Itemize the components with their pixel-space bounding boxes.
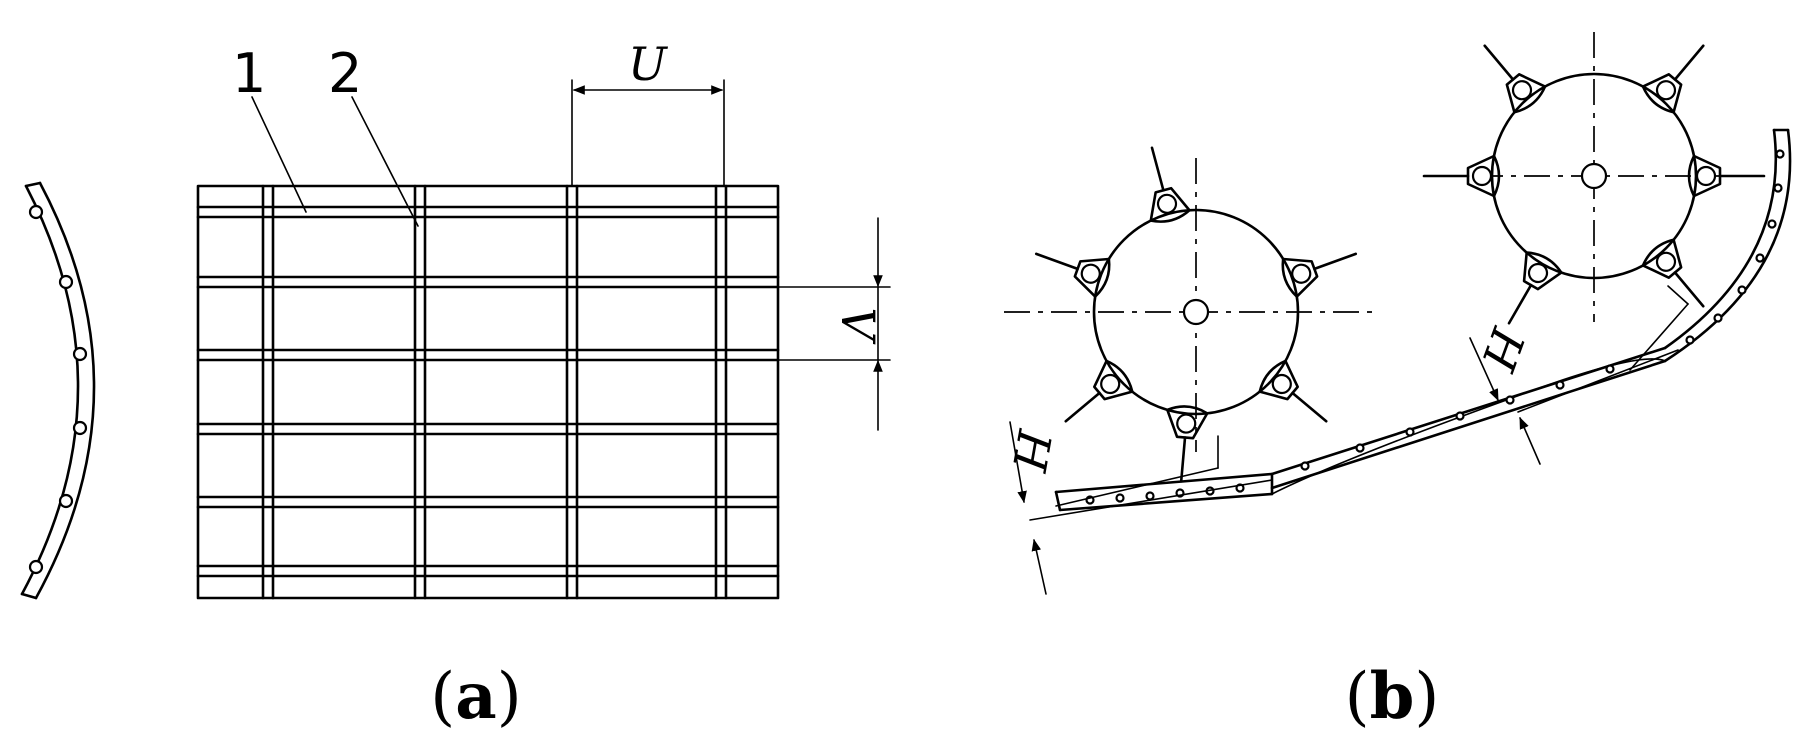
grid-plate: [196, 184, 780, 600]
leader-2: [351, 96, 419, 227]
caption-b: (b): [1345, 659, 1440, 734]
dimension-h-right: H: [1469, 320, 1679, 465]
panel-a: 1 2 U V (a): [20, 37, 891, 734]
threshing-drum-right: [1422, 32, 1766, 371]
caption-a: (a): [430, 659, 521, 734]
label-dim-h-left: H: [1002, 425, 1062, 476]
dimension-h-left: H: [1002, 421, 1273, 595]
threshing-drum-left: [1004, 146, 1378, 507]
label-dim-u: U: [628, 37, 669, 91]
dimension-u: U: [571, 37, 725, 187]
label-dim-h-right: H: [1471, 320, 1536, 378]
leader-1: [251, 96, 307, 213]
label-dim-v: V: [831, 307, 885, 345]
label-part-2: 2: [328, 42, 362, 105]
label-part-1: 1: [232, 42, 266, 105]
dimension-v: V: [777, 217, 891, 431]
panel-b: H H (b): [1002, 32, 1792, 734]
concave-side-profile: [20, 181, 96, 600]
concave-grid-segments: [1054, 128, 1792, 512]
